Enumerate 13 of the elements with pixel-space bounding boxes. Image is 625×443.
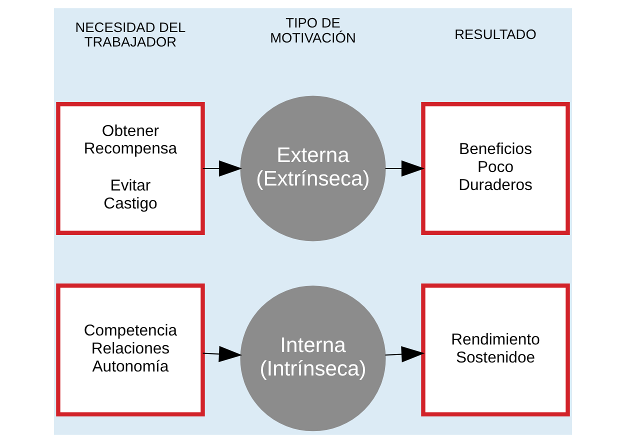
- label: RESULTADO: [454, 27, 536, 42]
- arrow: [202, 346, 242, 362]
- arrow: [384, 346, 424, 362]
- node-circle: Interna (Intrínseca): [240, 286, 386, 432]
- node-circle: Externa (Extrínseca): [240, 96, 386, 242]
- node-box: Beneficios Poco Duraderos: [420, 102, 570, 235]
- node-box: Obtener Recompensa Evitar Castigo: [56, 102, 204, 235]
- arrow: [384, 160, 424, 177]
- label: NECESIDAD DEL TRABAJADOR: [74, 20, 186, 50]
- arrow: [202, 160, 242, 177]
- label: TIPO DE MOTIVACIÓN: [270, 16, 356, 46]
- node-box: Competencia Relaciones Autonomía: [56, 283, 204, 416]
- node-box: Rendimiento Sostenidoe: [420, 283, 570, 416]
